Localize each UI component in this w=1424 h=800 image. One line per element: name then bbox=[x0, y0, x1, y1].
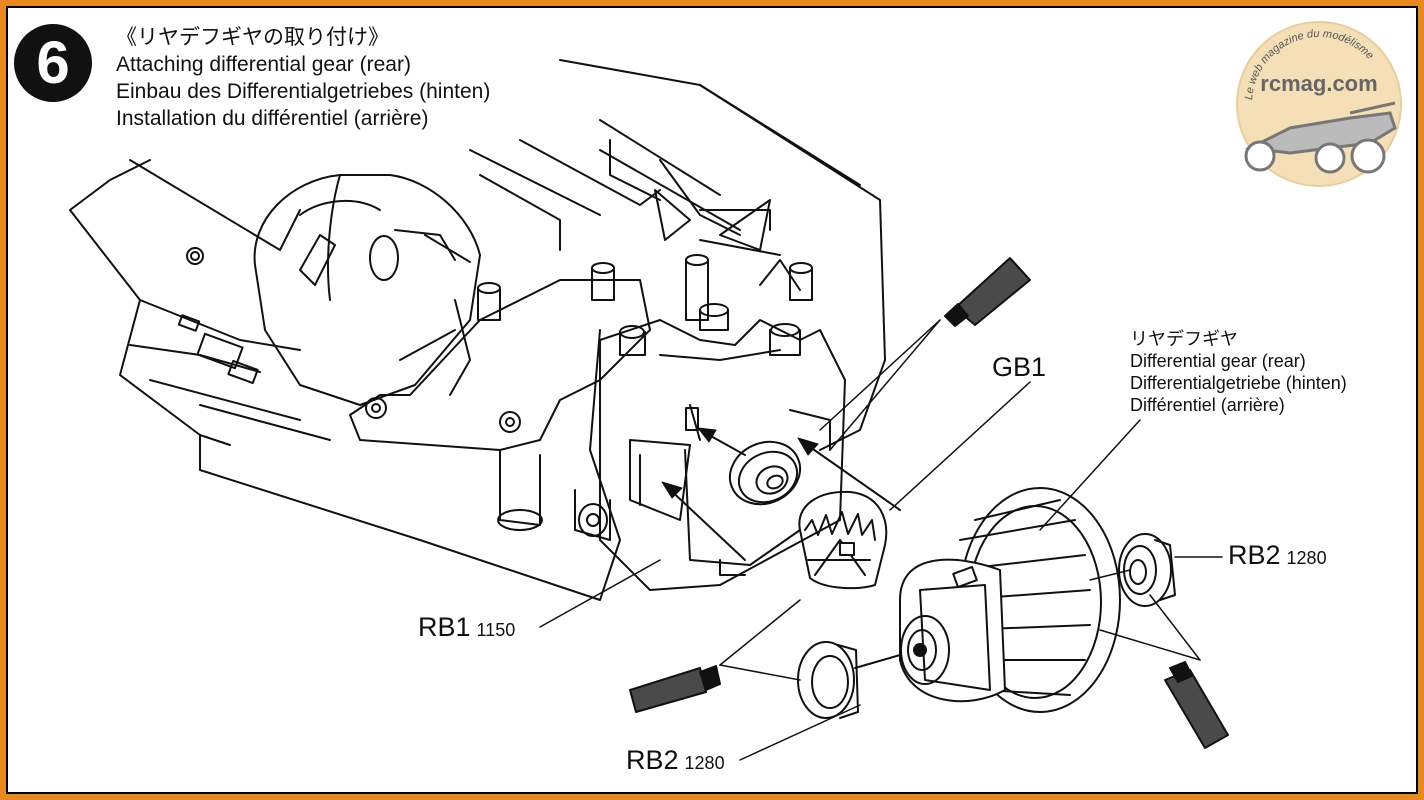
part-code: GB1 bbox=[992, 352, 1047, 382]
gear-cover bbox=[349, 279, 651, 541]
callout-german: Differentialgetriebe (hinten) bbox=[1130, 373, 1347, 393]
step-number: 6 bbox=[36, 29, 70, 96]
pinion-gear-gb1 bbox=[798, 490, 888, 590]
part-code: RB2 bbox=[626, 745, 679, 775]
title-japanese: 《リヤデフギヤの取り付け》 bbox=[116, 26, 389, 49]
bearing-rb2-right bbox=[1118, 533, 1176, 607]
title-german: Einbau des Differentialgetriebes (hinten… bbox=[116, 80, 491, 103]
bearing-rb2-bottom bbox=[797, 641, 859, 719]
watermark-brand: rcmag.com bbox=[1260, 71, 1377, 96]
part-number: 1280 bbox=[684, 753, 725, 773]
part-number: 1280 bbox=[1286, 548, 1327, 568]
differential-gear bbox=[899, 487, 1121, 713]
chassis-tub bbox=[69, 59, 886, 601]
callout-english: Differential gear (rear) bbox=[1130, 351, 1306, 371]
differential-gear-callout: リヤデフギヤ Differential gear (rear) Differen… bbox=[1130, 328, 1347, 416]
watermark-logo: Le web magazine du modélisme rcmag.com bbox=[1236, 21, 1402, 187]
part-label-gb1: GB1 bbox=[992, 352, 1046, 383]
part-code: RB2 bbox=[1228, 540, 1281, 570]
part-code: RB1 bbox=[418, 612, 471, 642]
step-title: 《リヤデフギヤの取り付け》 Attaching differential gea… bbox=[116, 24, 490, 132]
part-number: 1150 bbox=[476, 620, 516, 640]
step-number-badge: 6 bbox=[14, 24, 92, 102]
mount-posts bbox=[477, 254, 813, 356]
title-french: Installation du différentiel (arrière) bbox=[116, 107, 429, 130]
callout-french: Différentiel (arrière) bbox=[1130, 395, 1285, 415]
motor bbox=[253, 174, 481, 406]
grease-tube-icon bbox=[629, 257, 1229, 749]
car-logo-icon bbox=[1244, 101, 1397, 174]
title-english: Attaching differential gear (rear) bbox=[116, 53, 411, 76]
callout-japanese: リヤデフギヤ bbox=[1130, 329, 1238, 349]
bearing-rb1 bbox=[728, 440, 802, 506]
gearbox-housing bbox=[599, 189, 846, 591]
leader-lines bbox=[539, 319, 1223, 761]
